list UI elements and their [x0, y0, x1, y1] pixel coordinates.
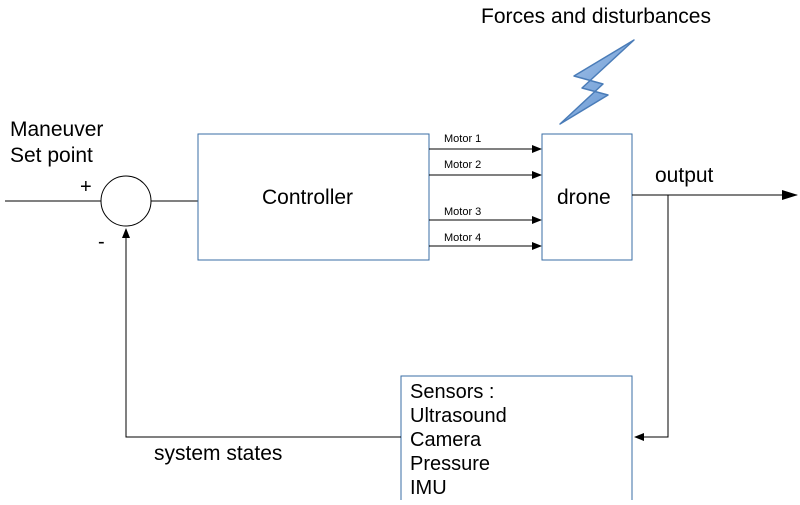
output-to-sensors-line [634, 195, 669, 441]
controller-label: Controller [262, 186, 354, 209]
sensor-imu: IMU [410, 477, 447, 499]
sensor-camera: Camera [410, 429, 482, 451]
motor-1-label: Motor 1 [444, 133, 482, 145]
plus-sign: + [80, 176, 92, 198]
sensors-block [400, 375, 633, 500]
minus-sign: - [98, 231, 105, 253]
drone-block [541, 133, 633, 261]
disturbance-label: Forces and disturbances [481, 5, 711, 28]
sensor-pressure: Pressure [410, 453, 491, 475]
motor-2-label: Motor 2 [444, 159, 482, 171]
motor-3-label: Motor 3 [444, 206, 482, 218]
sensors-title: Sensors : [410, 381, 495, 403]
system-states-label: system states [154, 442, 283, 465]
sensors-label: Sensors : Ultrasound Camera Pressure IMU [410, 380, 507, 500]
motor-4-label: Motor 4 [444, 232, 482, 244]
summing-junction [100, 175, 152, 227]
lightning-bolt-icon [559, 39, 635, 125]
feedback-line [122, 228, 401, 438]
drone-label: drone [557, 186, 611, 209]
input-label-line2: Set point [10, 144, 93, 167]
sensor-ultrasound: Ultrasound [410, 405, 507, 427]
output-label: output [655, 164, 714, 187]
controller-block [197, 133, 430, 261]
input-label-line1: Maneuver [10, 118, 104, 141]
